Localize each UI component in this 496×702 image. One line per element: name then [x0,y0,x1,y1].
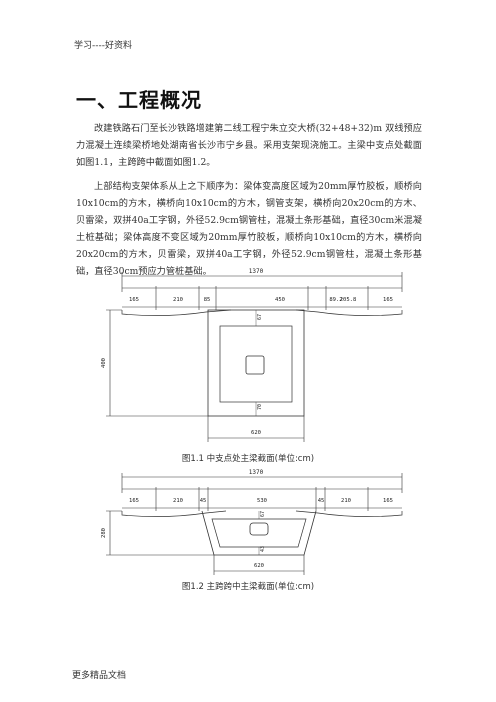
fig1-seg-4: 450 [275,297,285,303]
fig1-seg-6: 205.8 [340,297,357,303]
paragraph-structure: 上部结构支架体系从上之下顺序为：梁体变高度区域为20mm厚竹胶板，顺桥向10x1… [76,181,422,277]
fig2-seg-1: 165 [129,498,139,504]
page-header: 学习----好资料 [74,41,132,51]
section-heading: 一、工程概况 [76,88,202,112]
fig1-seg-2: 210 [173,297,183,303]
fig2-seg-7: 165 [383,498,393,504]
fig1-total-width-label: 1370 [249,268,264,275]
fig2-bottom-thickness: 43 [260,546,266,552]
fig2-seg-6: 210 [341,498,351,504]
fig1-bottom-width: 620 [251,430,261,436]
figure-1-1-caption: 图1.1 中支点处主梁截面(单位:cm) [181,454,315,464]
fig2-seg-4: 530 [257,498,267,504]
fig1-top-thickness: 67 [257,314,263,320]
page-footer: 更多精品文档 [72,671,127,681]
paragraph-overview: 改建铁路石门至长沙铁路增建第二线工程宁朱立交大桥(32+48+32)m 双线预应… [76,123,422,168]
fig1-seg-7: 165 [383,297,393,303]
fig2-top-thickness: 67 [260,511,266,517]
figure-1-2-cross-section: 1370 165 210 45 530 45 210 165 67 43 280… [101,469,403,575]
fig1-seg-1: 165 [129,297,139,303]
fig1-bottom-thickness: 70 [257,404,263,410]
fig2-bottom-width: 620 [254,563,264,569]
fig2-seg-5: 45 [318,498,325,504]
fig2-total-width-label: 1370 [249,469,264,476]
fig2-seg-2: 210 [173,498,183,504]
fig1-seg-5: 89.2 [329,297,342,303]
fig1-seg-3: 85 [204,297,211,303]
fig2-seg-3: 45 [200,498,207,504]
fig1-height-label: 400 [101,358,107,368]
figure-1-2-caption: 图1.2 主跨跨中主梁截面(单位:cm) [181,582,315,592]
fig2-height-label: 280 [101,528,107,538]
figure-1-1-cross-section: 1370 165 210 85 450 89.2 205.8 165 67 70… [101,268,403,442]
